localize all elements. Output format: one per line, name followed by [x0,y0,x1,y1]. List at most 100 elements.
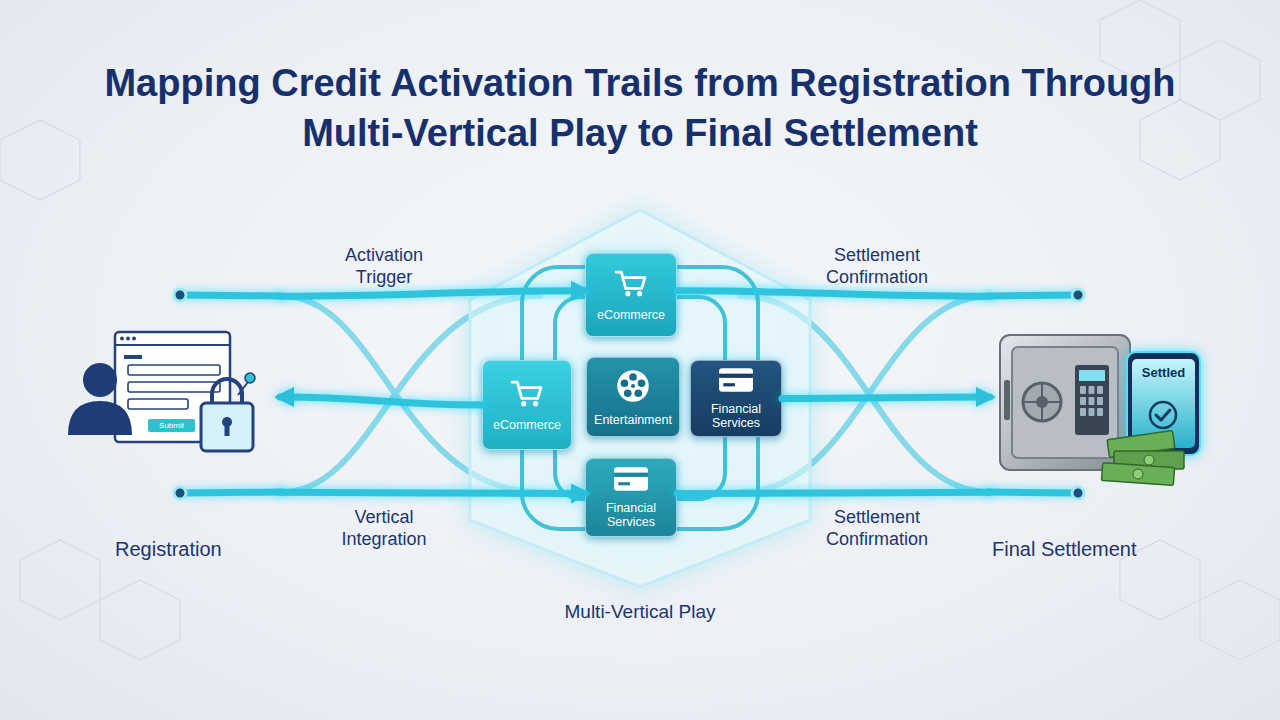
decoration [624,389,632,397]
decoration [238,382,248,395]
decoration [128,365,220,375]
decoration [1140,100,1220,180]
decoration [128,382,220,392]
decoration [1072,289,1084,301]
decoration [124,355,142,359]
trail-dots [174,289,1084,499]
card-icon [613,466,649,492]
decoration [115,344,230,346]
decoration [1156,410,1170,420]
trail-connector [280,291,585,296]
hexagon-group: Multi-Vertical PlayeCommerceeCommerceEnt… [460,205,820,630]
decoration [1150,402,1176,428]
trail-connector [782,397,990,399]
decoration [225,423,230,436]
decoration [988,492,1078,493]
decoration [1004,380,1010,420]
decoration [629,373,637,381]
tile-icon [613,269,649,303]
tile-icon [718,367,754,397]
decoration [512,382,541,398]
decoration [618,482,630,485]
decoration [1072,487,1084,499]
film-reel-icon [615,368,651,404]
decoration [1023,383,1061,421]
decoration [126,337,130,341]
decoration [1080,386,1086,394]
decoration [533,401,538,406]
trail-connector [280,397,482,405]
diagram-title: Mapping Credit Activation Trails from Re… [90,58,1190,158]
decoration [988,295,1078,296]
decoration [132,337,136,341]
decoration [614,473,648,477]
connector-label: Vertical Integration [319,506,449,550]
trail-connector [280,492,585,493]
decoration [719,374,753,378]
decoration [20,540,100,620]
trail-connector [677,492,990,493]
decoration [1080,397,1086,405]
stage-illustration: Registration [60,285,280,565]
hex-pattern [0,0,1280,660]
tile-label: Entertainment [591,413,675,427]
tile-label: eCommerce [490,418,564,432]
tile-label: Financial Services [691,402,781,430]
vertical-tile: Financial Services [690,360,782,437]
stage-label: Final Settlement [992,537,1137,561]
decoration [637,291,642,296]
decoration [521,401,526,406]
stage-label: Registration [115,537,222,561]
decoration [719,368,753,391]
decoration [212,379,242,404]
decoration [100,580,180,660]
decoration [634,389,642,397]
decoration [1089,408,1095,416]
decoration [148,419,195,432]
decoration [0,120,80,200]
decoration [1097,397,1103,405]
connector-label: Activation Trigger [319,244,449,288]
decoration [180,295,282,296]
connector-label: Settlement Confirmation [807,506,947,550]
decoration [470,210,810,587]
decoration [631,383,635,387]
vertical-tile: eCommerce [585,253,677,337]
tile-label: eCommerce [594,308,668,322]
decoration [1097,386,1103,394]
decoration [723,383,735,386]
tile-icon [615,368,651,408]
decoration [625,291,630,296]
decoration [1144,455,1154,465]
decoration [1023,401,1061,403]
decoration [614,467,648,490]
decoration [1012,347,1118,458]
decoration [128,399,188,409]
decoration [68,401,132,435]
decoration [174,487,186,499]
cart-icon [509,379,545,409]
card-icon [718,367,754,393]
registration-illustration [60,285,280,565]
decoration [616,272,645,288]
stage-illustration: Final Settlement [990,285,1220,565]
decoration [617,370,649,402]
decoration [1133,469,1143,479]
decoration [1101,463,1174,486]
decoration [1089,386,1095,394]
decoration [638,379,646,387]
cart-icon [613,269,649,299]
decoration [174,289,186,301]
decoration [180,492,282,493]
vertical-tile: Entertainment [586,357,680,437]
decoration [120,337,124,341]
vertical-tile: Financial Services [585,458,677,537]
decoration [1080,408,1086,416]
group-label: Multi-Vertical Play [460,600,820,624]
decoration [83,363,117,397]
settlement-illustration [990,285,1220,565]
connector-label: Settlement Confirmation [807,244,947,288]
decoration [1101,430,1184,485]
